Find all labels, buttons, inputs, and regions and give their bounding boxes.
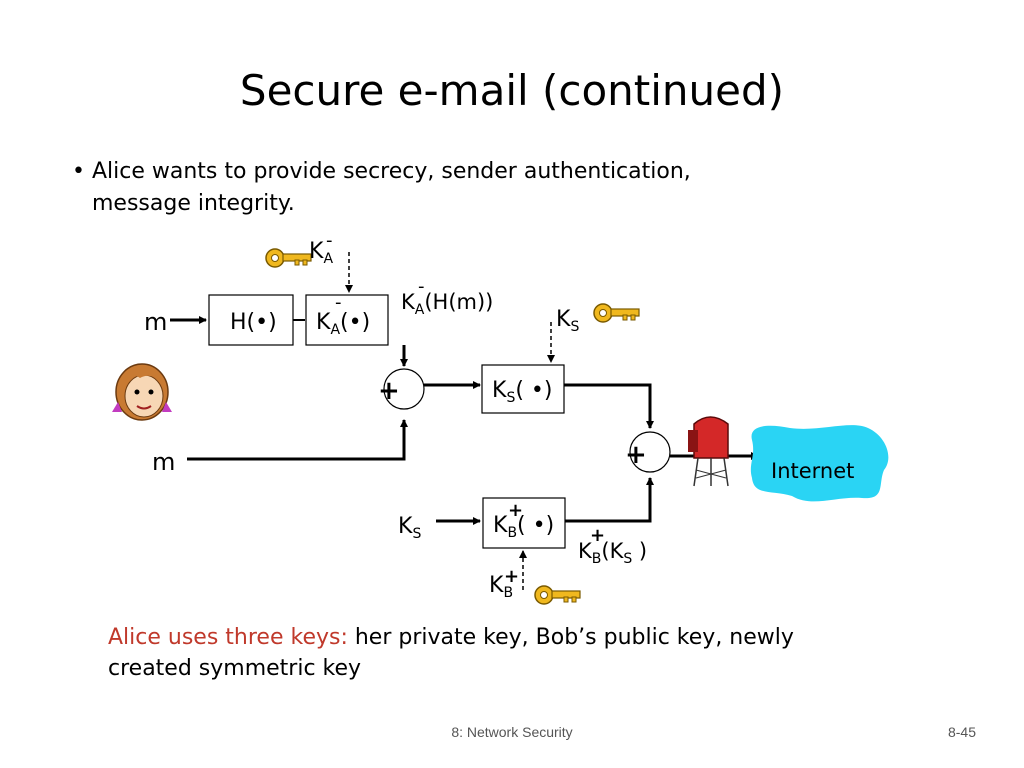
encrypted-key-label-sup: +	[590, 525, 605, 546]
bullet-point: • Alice wants to provide secrecy, sender…	[72, 156, 792, 220]
key-icon-ks	[593, 303, 640, 323]
combiner-circle-1	[383, 368, 425, 410]
symmetric-encrypt-label: KS( •)	[492, 378, 552, 406]
internet-label: Internet	[771, 459, 854, 483]
signed-digest-label: KA(H(m))	[401, 290, 493, 318]
private-key-label-sup: -	[326, 230, 333, 251]
arrow-m-to-plus	[187, 419, 408, 461]
message-label-top: m	[144, 308, 167, 336]
footer-slide-number: 8-45	[947, 724, 976, 740]
combiner-circle-2	[629, 431, 671, 473]
slide-title: Secure e-mail (continued)	[239, 66, 785, 115]
private-key-label: KA	[309, 239, 333, 267]
combiner-plus-2: +	[625, 440, 647, 470]
note-line-2: created symmetric key	[108, 656, 362, 681]
combiner-plus-1: +	[378, 376, 400, 406]
note-highlight: Alice uses three keys:	[108, 625, 348, 650]
public-key-label-sup: +	[504, 566, 519, 587]
footer-course-label: 8: Network Security	[451, 724, 573, 740]
public-key-label: KB	[489, 573, 513, 601]
public-key-encrypt-box	[482, 497, 566, 549]
bullet-line-2: message integrity.	[92, 191, 295, 216]
private-key-encrypt-sup: -	[335, 292, 342, 313]
public-key-encrypt-label: KB( •)	[493, 513, 554, 541]
key-icon-ka	[265, 248, 312, 268]
public-key-encrypt-sup: +	[508, 500, 523, 521]
hash-function-box	[208, 294, 294, 346]
key-icon-kb	[534, 585, 581, 605]
key-summary-note: Alice uses three keys: her private key, …	[108, 622, 888, 684]
bullet-line-1: Alice wants to provide secrecy, sender a…	[91, 159, 691, 184]
internet-cloud	[750, 425, 889, 502]
arrow-kb-to-plus2	[565, 477, 654, 523]
symmetric-encrypt-box	[481, 364, 565, 414]
bullet-marker: •	[72, 159, 85, 184]
signed-digest-label-sup: -	[418, 276, 425, 297]
arrow-ks-to-plus2	[564, 383, 654, 429]
private-key-encrypt-label: KA(•)	[316, 310, 370, 338]
note-line-1-rest: her private key, Bob’s public key, newly	[347, 625, 794, 650]
symmetric-key-input-label: KS	[398, 514, 421, 542]
encrypted-key-label: KB(KS )	[578, 539, 647, 567]
alice-avatar-icon	[112, 363, 172, 421]
message-label-bottom: m	[152, 448, 175, 476]
hash-function-label: H(•)	[230, 310, 277, 335]
private-key-encrypt-box	[305, 294, 389, 346]
mailbox-icon	[688, 416, 729, 487]
symmetric-key-label: KS	[556, 307, 579, 335]
